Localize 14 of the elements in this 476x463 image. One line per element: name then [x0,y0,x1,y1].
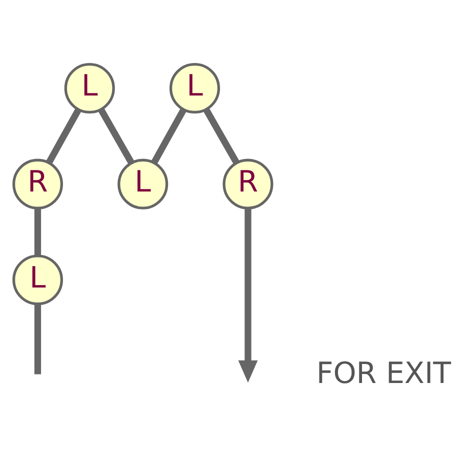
connector [34,208,42,256]
node-circle: L [64,62,115,114]
node-circle: R [222,158,274,209]
label: FOR EXIT [316,356,451,390]
connector [151,108,186,164]
connector [46,108,82,164]
arrow [238,208,258,382]
connector [34,304,42,374]
connector [98,108,134,164]
node-circle: R [12,158,63,209]
node-circle: L [118,158,168,209]
node-circle: L [169,62,220,114]
connector [203,108,240,164]
node-circle: L [12,254,63,305]
